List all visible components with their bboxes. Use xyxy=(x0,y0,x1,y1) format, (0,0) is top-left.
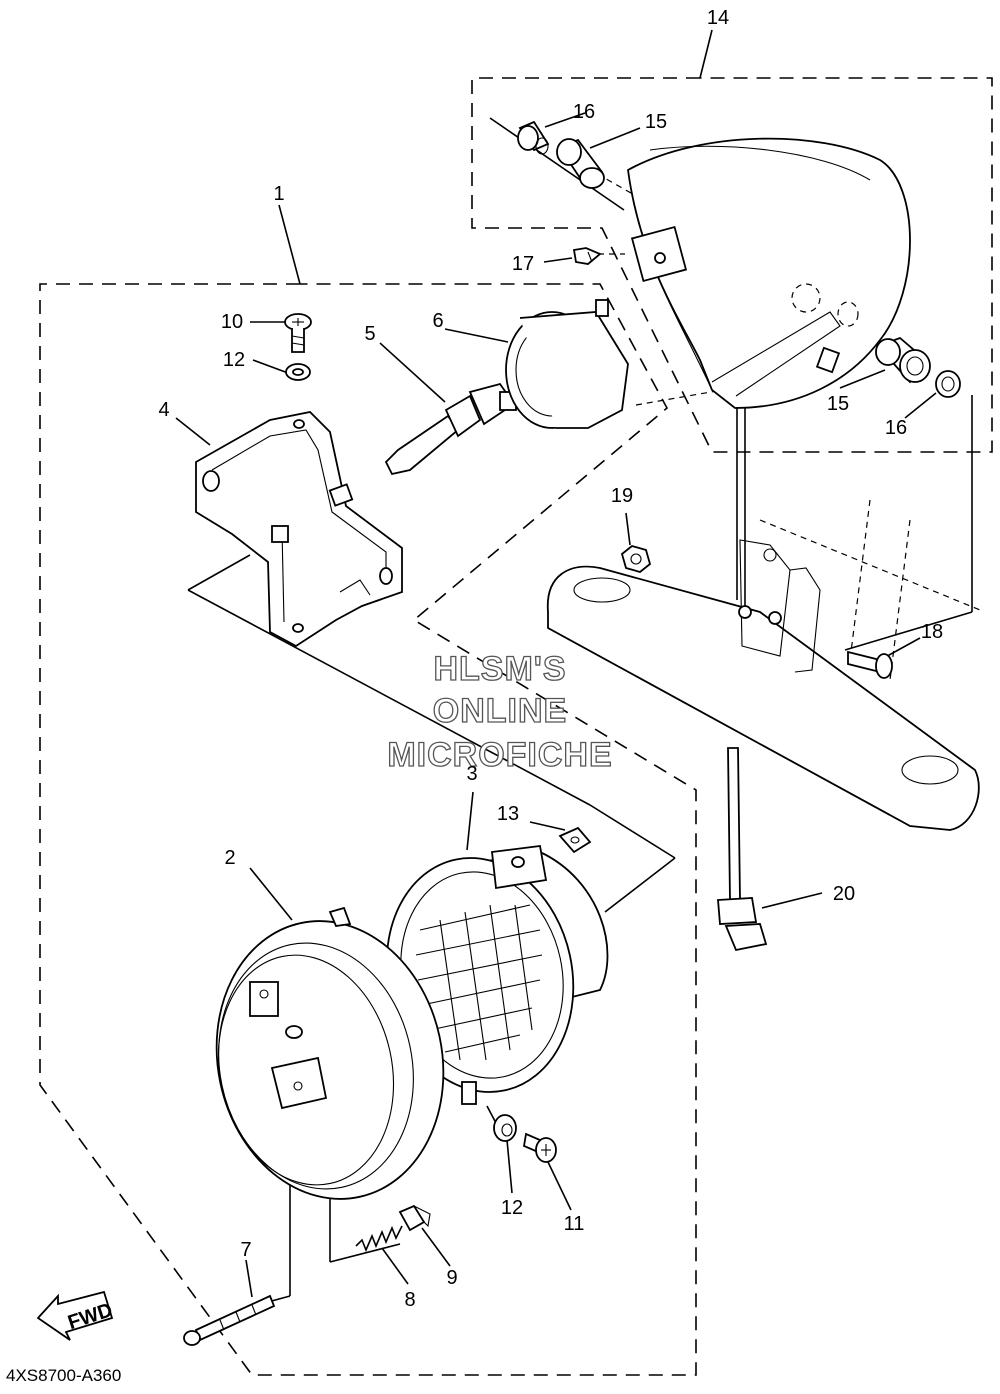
assembly-1-boundary xyxy=(39,283,697,1376)
spring-8 xyxy=(355,1225,403,1253)
callout-19: 19 xyxy=(611,485,633,507)
lens-grid xyxy=(415,904,543,1061)
watermark-line-1: HLSM'S xyxy=(433,650,566,688)
watermark: HLSM'S ONLINE MICROFICHE xyxy=(387,649,613,774)
leader-lines xyxy=(175,29,937,1298)
callout-1: 1 xyxy=(273,183,284,205)
headlight-case xyxy=(627,137,911,409)
callout-11: 11 xyxy=(564,1213,585,1235)
callout-20: 20 xyxy=(833,883,855,905)
watermark-line-2: ONLINE xyxy=(433,692,567,730)
bolt-18 xyxy=(847,650,893,679)
callout-2: 2 xyxy=(224,847,235,869)
callout-18: 18 xyxy=(921,621,943,643)
grommet-16-left xyxy=(517,120,550,155)
callout-5: 5 xyxy=(364,323,375,345)
nut-19 xyxy=(620,545,652,573)
headlight-rim xyxy=(215,906,445,1200)
watermark-line-3: MICROFICHE xyxy=(387,736,612,774)
screw-7 xyxy=(183,1294,276,1346)
callout-13: 13 xyxy=(497,803,519,825)
screw-10 xyxy=(284,313,312,353)
callout-3: 3 xyxy=(466,763,477,785)
screw-11 xyxy=(522,1132,557,1163)
callout-17: 17 xyxy=(512,253,534,275)
cable-tie-20 xyxy=(717,747,768,952)
callout-12-lower: 12 xyxy=(501,1197,523,1219)
washer-12-upper xyxy=(285,363,311,381)
callout-14: 14 xyxy=(707,7,729,29)
callout-9: 9 xyxy=(446,1267,457,1289)
diagram-code: 4XS8700-A360 xyxy=(6,1366,121,1385)
grommet-16-right xyxy=(935,370,961,398)
headlight-bracket xyxy=(195,411,403,648)
nut-13 xyxy=(558,826,592,854)
callout-12-upper: 12 xyxy=(223,349,245,371)
callout-7: 7 xyxy=(240,1239,251,1261)
nut-9 xyxy=(398,1204,431,1232)
callout-16-right: 16 xyxy=(885,417,907,439)
callout-4: 4 xyxy=(158,399,169,421)
callout-6: 6 xyxy=(432,310,443,332)
headlight-bulb xyxy=(384,382,517,476)
collar-15-left xyxy=(556,138,605,189)
collar-15-right xyxy=(875,336,931,384)
assembly-14-boundary xyxy=(471,77,993,453)
callout-10: 10 xyxy=(221,311,243,333)
callout-15-left: 15 xyxy=(645,111,667,133)
bulb-socket-housing xyxy=(505,299,629,429)
washer-12-lower xyxy=(493,1114,517,1142)
callout-15-right: 15 xyxy=(827,393,849,415)
callout-16-left: 16 xyxy=(573,101,595,123)
bolt-17 xyxy=(572,247,602,265)
lower-bracket xyxy=(547,499,981,831)
callout-8: 8 xyxy=(404,1289,415,1311)
fwd-arrow-icon: FWD xyxy=(36,1290,115,1341)
callout-labels: 1 2 3 4 5 6 7 8 9 10 11 12 12 13 14 15 1… xyxy=(158,7,943,1311)
